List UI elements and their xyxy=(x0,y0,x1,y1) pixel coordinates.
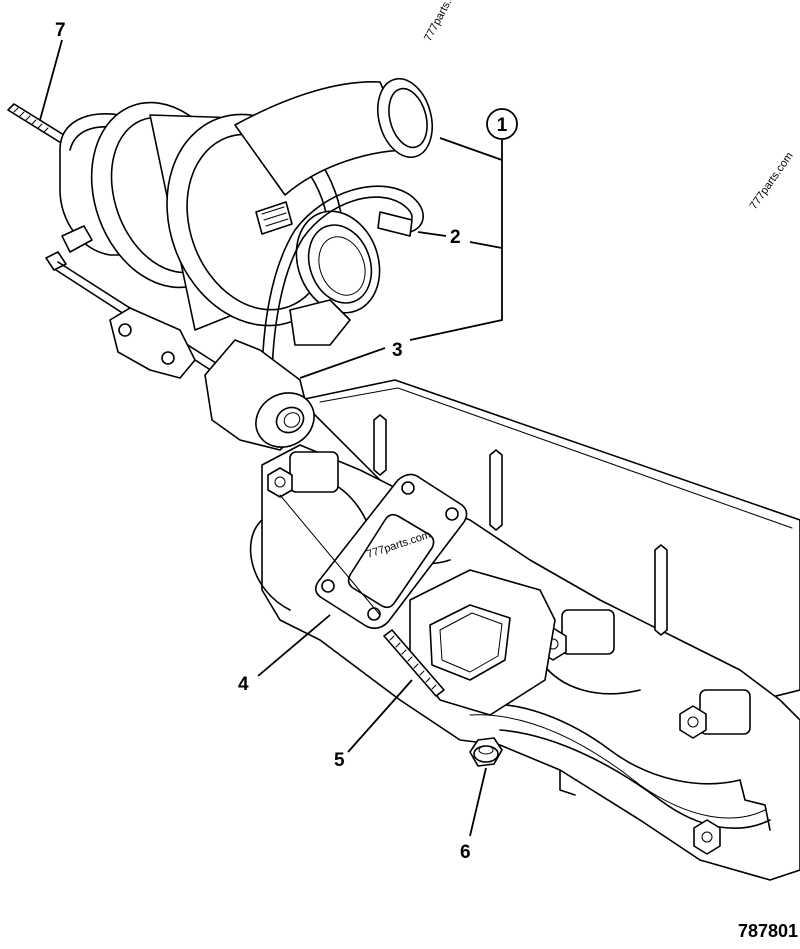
manifold-bolt-left xyxy=(267,451,339,498)
compressor-outlet xyxy=(234,77,433,196)
drawing-number: 787801 xyxy=(738,921,798,941)
flange-nut xyxy=(469,737,503,767)
callout-4-label: 4 xyxy=(238,674,249,695)
callout-1-circle xyxy=(486,108,518,140)
watermark-top: 777parts.com xyxy=(422,0,464,43)
exhaust-manifold xyxy=(249,379,800,881)
turbocharger xyxy=(7,77,433,451)
callout-2: 2 xyxy=(450,227,461,248)
callout-1: 1 xyxy=(486,108,518,140)
callout-5-label: 5 xyxy=(334,750,345,771)
callout-7: 7 xyxy=(55,20,66,41)
manifold-bolt-lower xyxy=(693,819,721,855)
callout-3: 3 xyxy=(392,340,403,361)
callout-4: 4 xyxy=(238,674,249,695)
callout-3-label: 3 xyxy=(392,340,403,361)
callout-2-label: 2 xyxy=(450,227,461,248)
watermark-right: 777parts.com xyxy=(748,150,796,211)
compressor-inlet xyxy=(295,210,381,314)
callout-7-label: 7 xyxy=(55,20,66,41)
callout-1-label: 1 xyxy=(497,115,508,136)
callout-5: 5 xyxy=(334,750,345,771)
leader-lines xyxy=(39,39,503,837)
oil-drain-flange xyxy=(204,339,315,451)
callout-6: 6 xyxy=(460,842,471,863)
manifold-bolt-right xyxy=(679,689,751,739)
callout-6-label: 6 xyxy=(460,842,471,863)
turbo-gasket xyxy=(314,473,468,630)
stud xyxy=(383,629,445,697)
